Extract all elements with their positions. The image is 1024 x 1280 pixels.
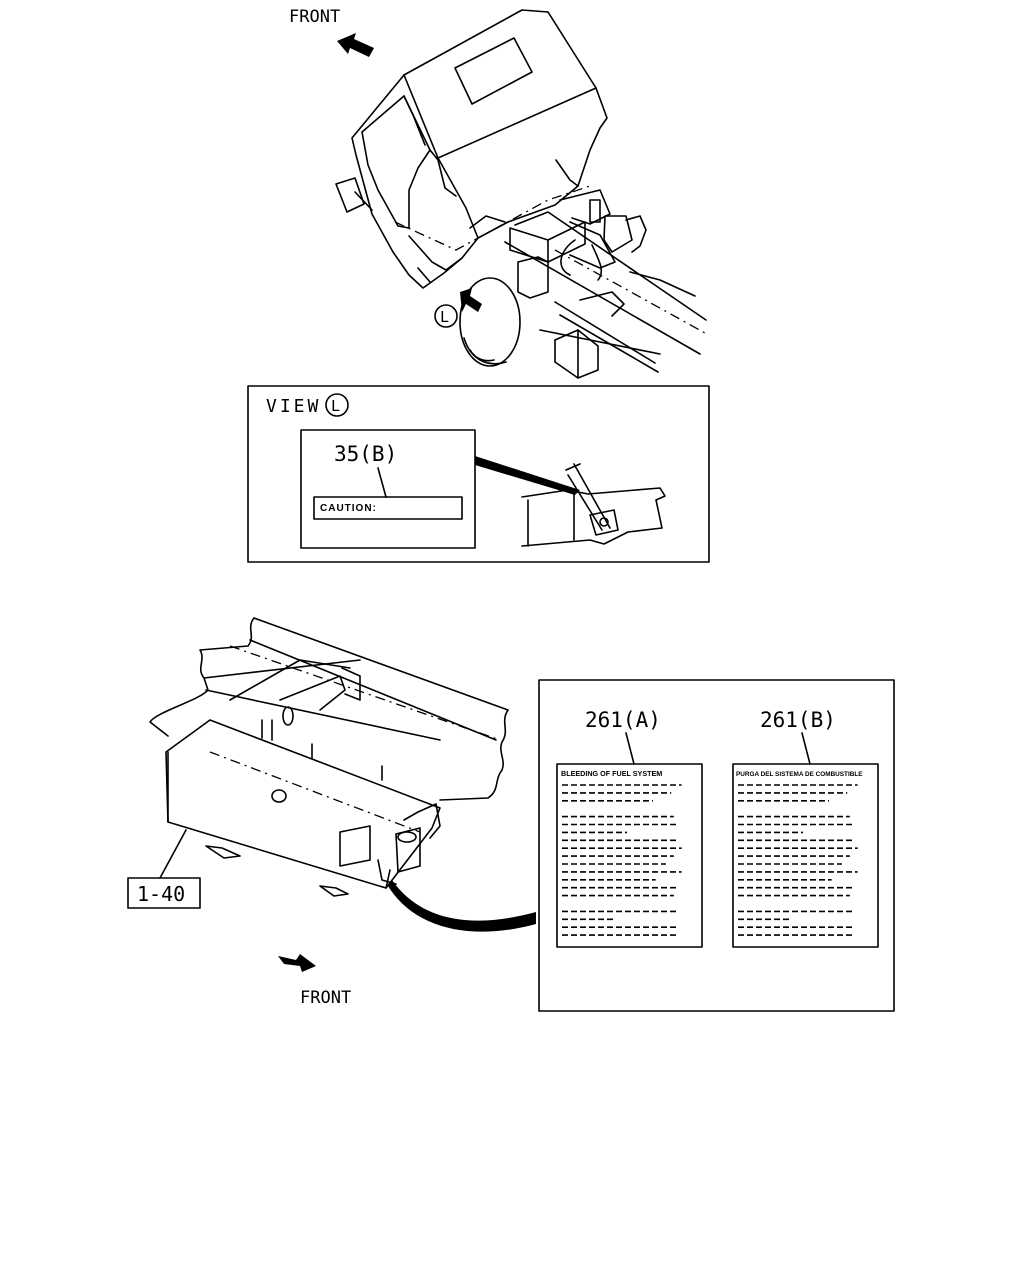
fuel-tank-illustration: 1-40 FRONT [127,617,536,1008]
part-number-261a: 261(A) [585,708,661,732]
view-title: VIEW [266,396,321,417]
label-261a [556,763,703,948]
view-l-detail: VIEW L 35(B) CAUTION: [247,385,710,563]
part-number-35b: 35(B) [334,442,397,466]
front-arrow-top-icon [337,33,374,57]
caution-text: CAUTION: [320,503,377,514]
tank-label-plate [339,825,371,867]
front-label-bottom: FRONT [300,988,351,1008]
label-261b [732,763,879,948]
part-number-261b: 261(B) [760,708,836,732]
label-261b-heading: PURGA DEL SISTEMA DE COMBUSTIBLE [736,771,863,778]
view-direction-arrow-icon [460,288,482,312]
front-label-top: FRONT [289,7,340,27]
caution-label-card [300,429,476,549]
view-title-marker-circle [325,393,349,417]
view-marker-circle [434,304,458,328]
view-l-frame [247,385,710,563]
part-reference-1-40: 1-40 [137,882,185,906]
label-261a-text-lines [562,784,682,936]
truck-cab-illustration: FRONT [289,7,707,379]
view-title-marker: L [331,397,340,415]
part-reference-box [127,877,201,909]
front-arrow-bottom-icon [278,954,316,972]
caution-text-box [313,496,463,520]
label-261b-text-lines [738,784,858,936]
view-marker-label: L [440,308,449,326]
fuel-bleed-labels-panel: 261(A) BLEEDING OF FUEL SYSTEM 261(B) PU… [538,679,895,1012]
labels-panel-frame [538,679,895,1012]
label-261a-heading: BLEEDING OF FUEL SYSTEM [561,769,662,778]
